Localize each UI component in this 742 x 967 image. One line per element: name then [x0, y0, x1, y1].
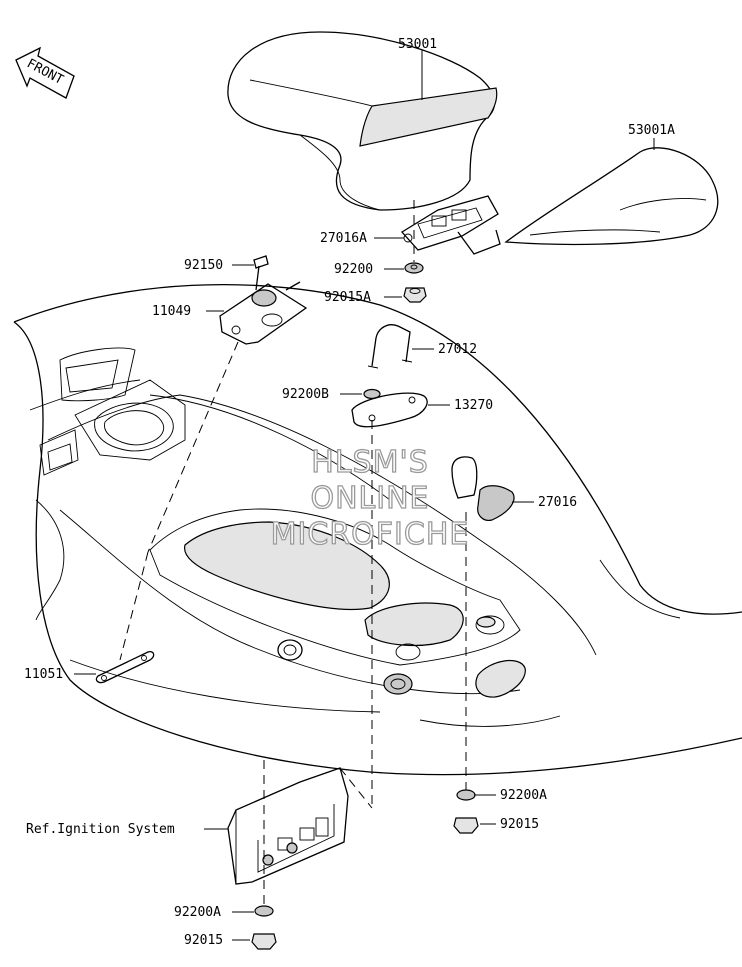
hull-deck: [13, 283, 742, 776]
nut-92015a: [403, 287, 427, 303]
watermark: HLSM'S ONLINE MICROFICHE: [270, 444, 470, 552]
watermark-line-1: HLSM'S: [311, 445, 429, 480]
label-92150: 92150: [184, 258, 223, 273]
label-ignition-system: Ref.Ignition System: [26, 822, 175, 837]
label-11051: 11051: [24, 667, 63, 682]
label-92200b: 92200B: [282, 387, 329, 402]
front-label: FRONT: [24, 56, 66, 88]
seat-latch-bracket: [400, 195, 501, 255]
bracket-11049: [219, 281, 308, 345]
label-92015-right: 92015: [500, 817, 539, 832]
watermark-line-2: ONLINE: [310, 481, 429, 516]
plate-13270: [351, 392, 428, 428]
label-13270: 13270: [454, 398, 493, 413]
watermark-line-3: MICROFICHE: [271, 517, 470, 552]
strap-11051: [95, 650, 155, 684]
label-53001a: 53001A: [628, 123, 675, 138]
front-arrow-icon: FRONT: [15, 46, 75, 99]
hook-27016: [451, 456, 515, 521]
label-92015-bottom: 92015: [184, 933, 223, 948]
leader-lines: [74, 50, 655, 941]
label-92200: 92200: [334, 262, 373, 277]
ignition-system-bracket: [227, 767, 349, 885]
u-bolt-27012: [367, 324, 413, 369]
label-11049: 11049: [152, 304, 191, 319]
bolt-92150: [253, 255, 269, 291]
assembly-lines: [119, 200, 467, 905]
label-53001: 53001: [398, 37, 437, 52]
washer-92200: [404, 262, 424, 274]
washer-92200a-right: [456, 789, 476, 801]
label-92200a-right: 92200A: [500, 788, 547, 803]
nut-92015-right: [453, 817, 479, 834]
label-27016: 27016: [538, 495, 577, 510]
washer-92200a-bottom: [254, 905, 274, 917]
callout-labels: 53001 53001A 27016A 92200 92015A 92150 1…: [24, 37, 675, 948]
seat-rear: [504, 147, 719, 246]
seat-front: [227, 31, 498, 211]
label-92015a: 92015A: [324, 290, 371, 305]
label-92200a-bottom: 92200A: [174, 905, 221, 920]
nut-92015-bottom: [251, 933, 277, 950]
label-27016a: 27016A: [320, 231, 367, 246]
label-27012: 27012: [438, 342, 477, 357]
